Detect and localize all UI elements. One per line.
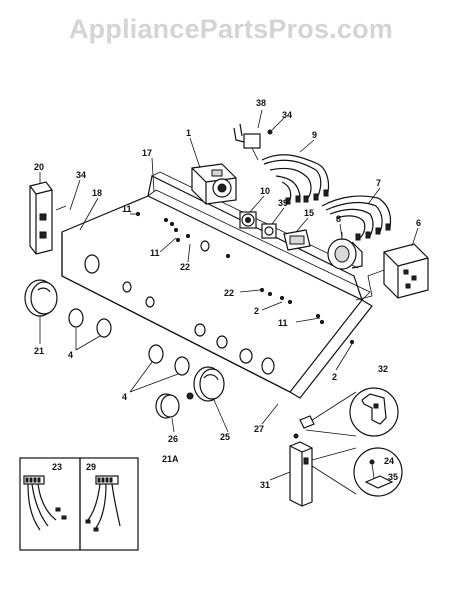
callout-9: 9 [312, 130, 317, 140]
callout-38: 38 [256, 98, 266, 108]
callout-25: 25 [220, 432, 230, 442]
callout-32: 32 [378, 364, 388, 374]
callout-26: 26 [168, 434, 178, 444]
knob-part-21 [24, 279, 58, 317]
knob-part-25 [193, 366, 225, 402]
timer-part-1 [191, 163, 237, 205]
callout-2: 2 [254, 306, 259, 316]
bracket-part-20 [29, 181, 67, 255]
callout-31: 31 [260, 480, 270, 490]
watermark: AppliancePartsPros.com [68, 14, 393, 44]
callout-labels: 38 34 1 9 17 20 34 18 11 10 39 15 8 7 6 … [34, 98, 421, 490]
callout-10: 10 [260, 186, 270, 196]
callout-4: 4 [68, 350, 73, 360]
callout-35: 35 [388, 472, 398, 482]
inset-harness-23 [19, 457, 81, 551]
control-board-part-6 [355, 243, 429, 301]
switch-part-39 [261, 223, 277, 239]
control-panel [61, 189, 373, 399]
wire-harness-part-9 [261, 154, 330, 205]
switch-part-15 [283, 229, 311, 251]
switch-part-38 [233, 123, 273, 161]
cap-part-26 [155, 392, 194, 419]
callout-11: 11 [122, 204, 132, 214]
callout-4b: 4 [122, 392, 127, 402]
callout-17: 17 [142, 148, 152, 158]
callout-39: 39 [278, 198, 288, 208]
callout-11c: 11 [278, 318, 288, 328]
callout-23: 23 [52, 462, 62, 472]
callout-21a: 21A [162, 454, 179, 464]
callout-6: 6 [416, 218, 421, 228]
callout-29: 29 [86, 462, 96, 472]
callout-1: 1 [186, 128, 191, 138]
callout-24: 24 [384, 456, 394, 466]
callout-22b: 22 [224, 288, 234, 298]
callout-8: 8 [336, 214, 341, 224]
wire-harness-part-7 [321, 195, 392, 241]
callout-15: 15 [304, 208, 314, 218]
detail-parts-24-35 [311, 447, 403, 497]
callout-20: 20 [34, 162, 44, 172]
callout-11b: 11 [150, 248, 160, 258]
callout-18: 18 [92, 188, 102, 198]
screws-and-clips [135, 211, 355, 345]
callout-7: 7 [376, 178, 381, 188]
callout-34-left: 34 [76, 170, 86, 180]
pressure-switch-part-8 [327, 232, 363, 270]
bracket-part-31 [269, 441, 313, 507]
callout-21: 21 [34, 346, 44, 356]
callout-22: 22 [180, 262, 190, 272]
switch-part-10 [239, 211, 257, 229]
callout-27: 27 [254, 424, 264, 434]
inset-harness-29 [79, 457, 139, 551]
callout-34: 34 [282, 110, 292, 120]
callout-2b: 2 [332, 372, 337, 382]
detail-bracket-32 [293, 387, 399, 439]
knobs-part-4 [68, 308, 190, 376]
leader-lines [39, 109, 419, 433]
